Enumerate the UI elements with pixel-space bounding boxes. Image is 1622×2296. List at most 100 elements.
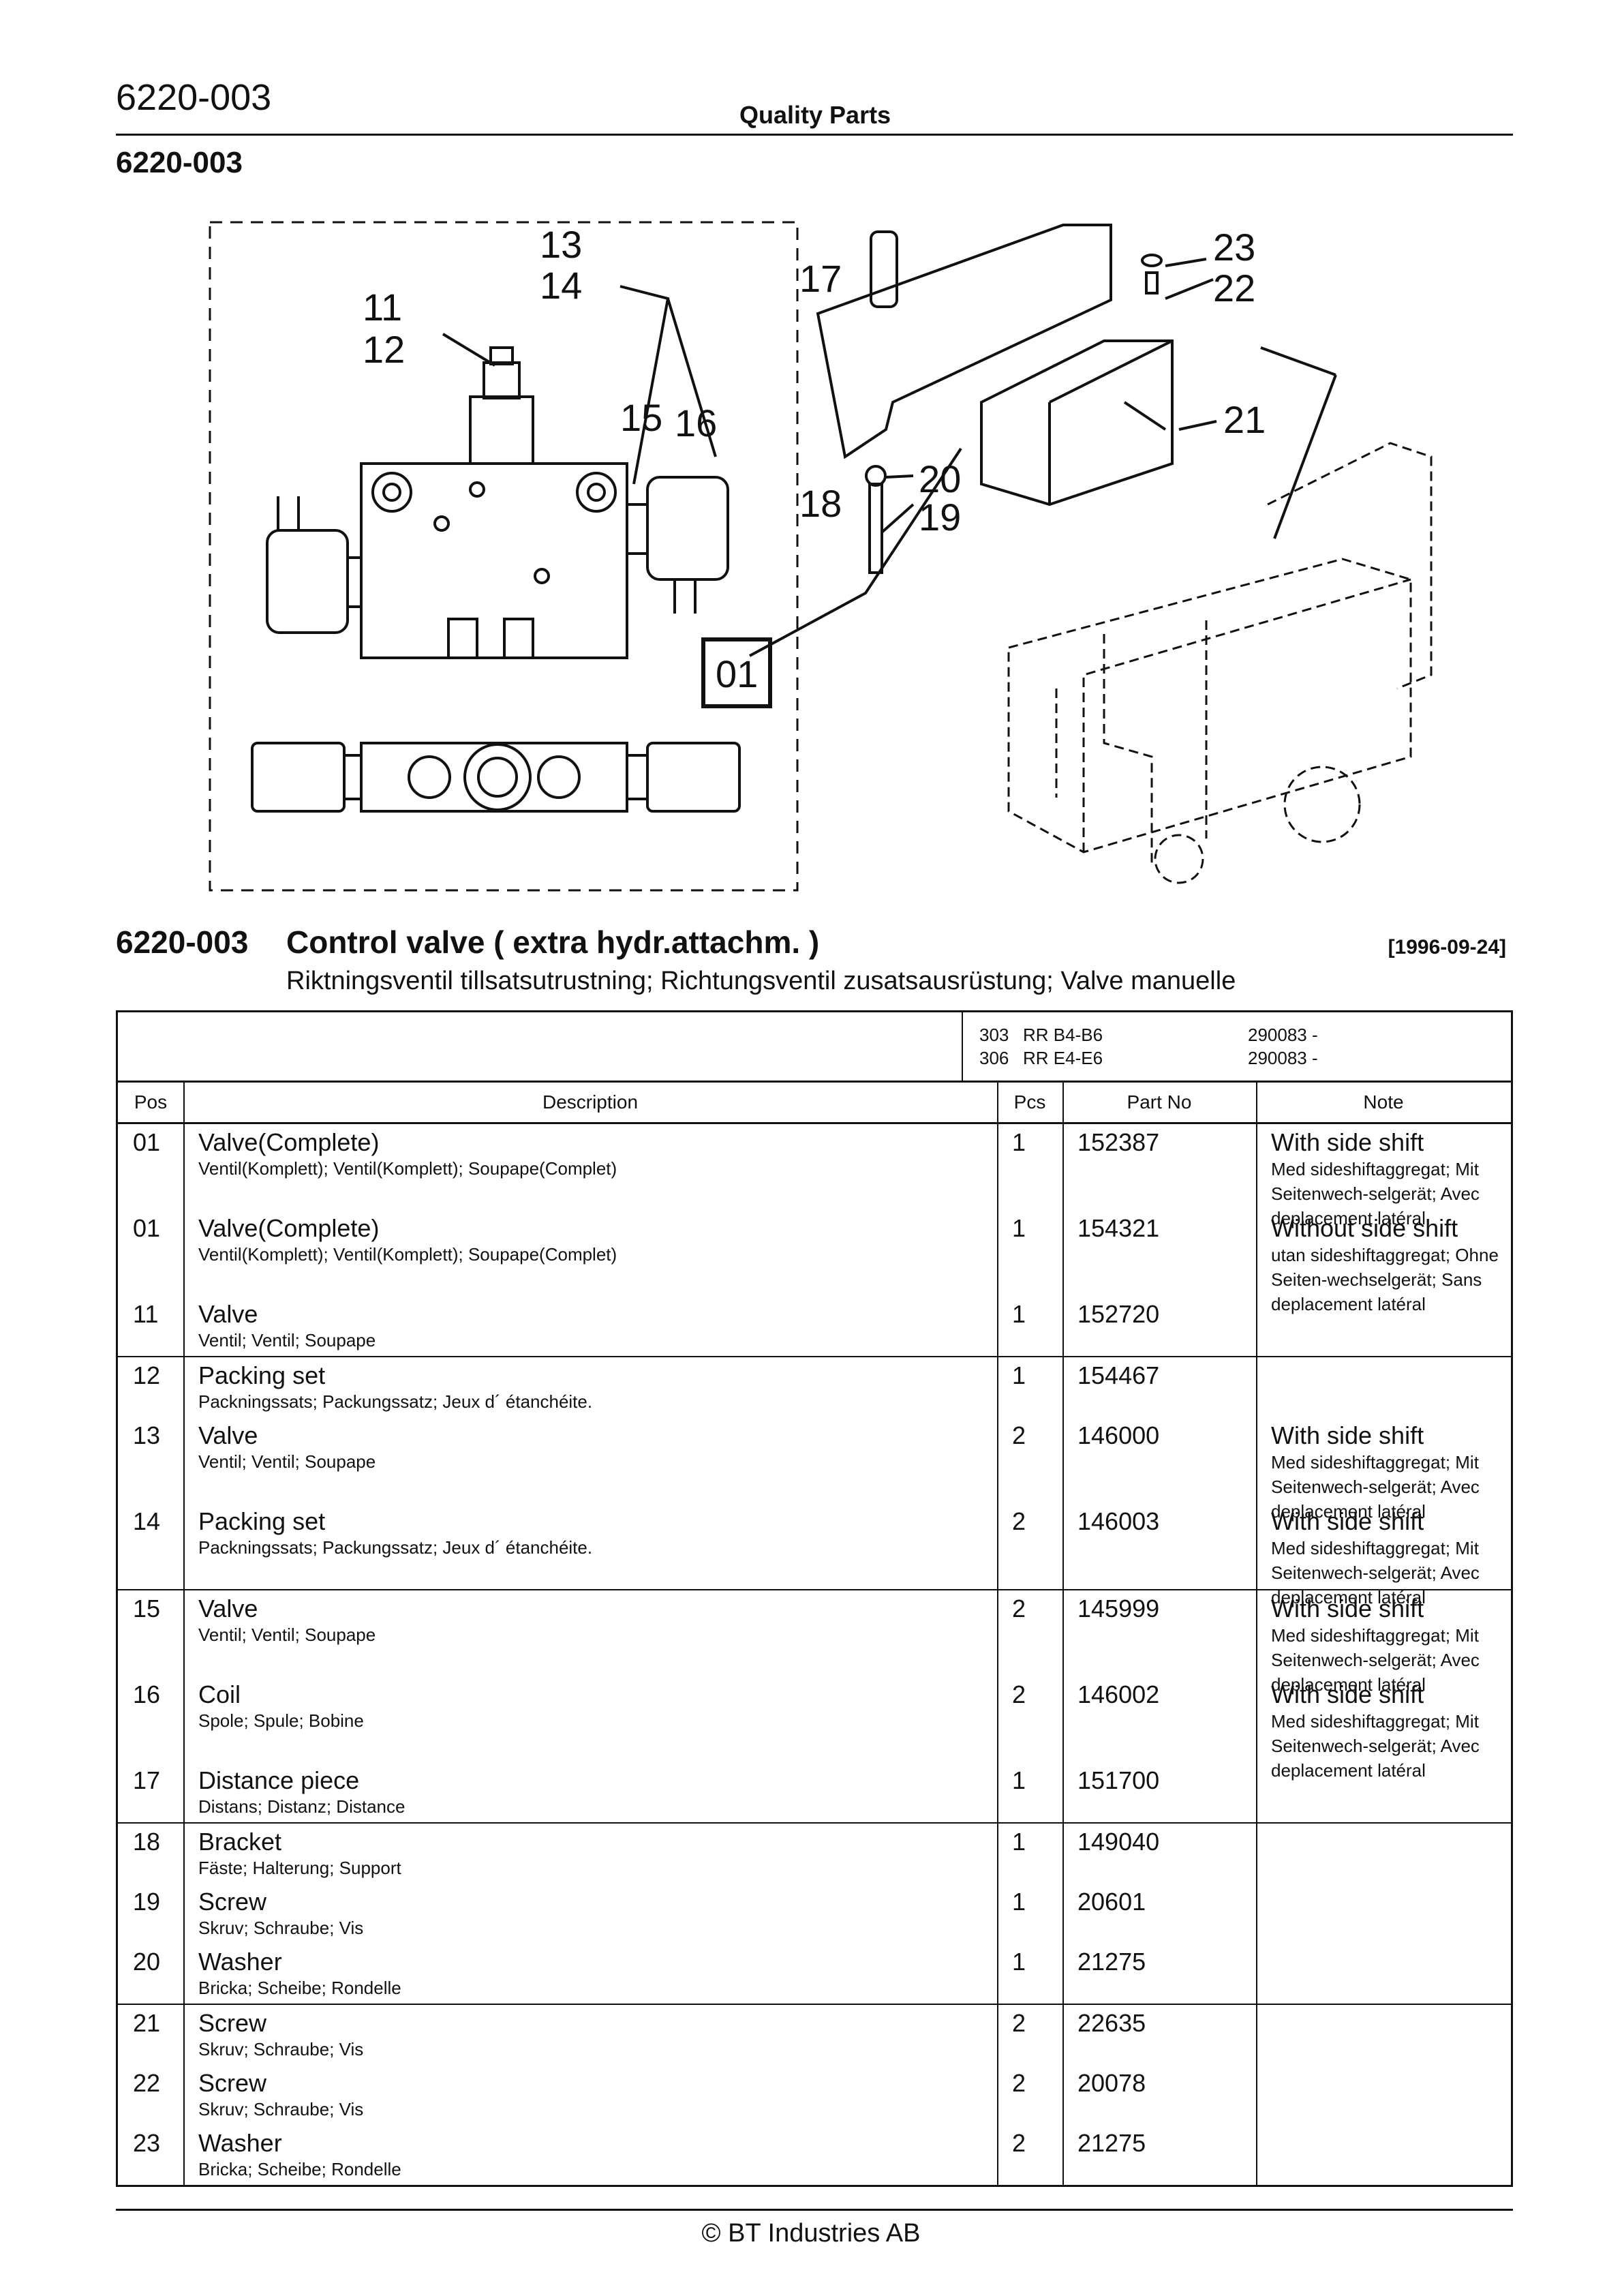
cell-part-no: 149040 — [1062, 1824, 1256, 1884]
cell-pos: 16 — [118, 1676, 183, 1762]
header-pos: Pos — [134, 1091, 168, 1113]
callout-18: 18 — [799, 482, 842, 525]
description-main: Distance piece — [198, 1766, 360, 1794]
part-no-value: 152720 — [1077, 1300, 1160, 1328]
cell-note — [1256, 1824, 1511, 1884]
note-translations: utan sideshiftaggregat; Ohne Seiten-wech… — [1271, 1245, 1499, 1314]
part-no-value: 20601 — [1077, 1888, 1146, 1916]
section-heading-title: Control valve ( extra hydr.attachm. ) — [286, 924, 820, 960]
pcs-value: 2 — [1012, 2069, 1026, 2097]
cell-note — [1256, 1884, 1511, 1944]
column-divider — [1256, 1124, 1257, 1356]
cell-pcs: 2 — [997, 1417, 1062, 1503]
cell-part-no: 146003 — [1062, 1503, 1256, 1589]
description-main: Screw — [198, 2009, 267, 2037]
cell-part-no: 21275 — [1062, 1944, 1256, 2004]
cell-pcs: 1 — [997, 1124, 1062, 1210]
part-no-value: 146000 — [1077, 1421, 1160, 1449]
part-no-value: 149040 — [1077, 1828, 1160, 1856]
part-no-value: 21275 — [1077, 2129, 1146, 2157]
cell-pcs: 1 — [997, 1824, 1062, 1884]
pos-value: 01 — [133, 1214, 161, 1242]
detail-frame — [209, 221, 799, 892]
cell-part-no: 152387 — [1062, 1124, 1256, 1210]
column-divider — [1256, 1824, 1257, 2004]
note-main: With side shift — [1271, 1128, 1424, 1156]
leader-lines — [442, 258, 1337, 657]
header-description: Description — [542, 1091, 639, 1113]
description-main: Valve — [198, 1595, 258, 1622]
cell-pos: 14 — [118, 1503, 183, 1589]
cell-pos: 23 — [118, 2125, 183, 2185]
description-translations: Skruv; Schraube; Vis — [198, 2039, 364, 2059]
footer-copyright: © BT Industries AB — [701, 2219, 921, 2248]
pcs-value: 2 — [1012, 1680, 1026, 1708]
note-main: Without side shift — [1271, 1214, 1458, 1242]
cell-pcs: 1 — [997, 1762, 1062, 1822]
description-main: Coil — [198, 1680, 241, 1708]
diagram-callouts: 13 14 11 12 15 16 17 18 20 19 23 22 21 — [363, 223, 1266, 539]
cell-part-no: 21275 — [1062, 2125, 1256, 2185]
part-no-value: 154467 — [1077, 1361, 1160, 1389]
truck-outline-drawing — [1007, 442, 1433, 884]
column-divider — [1062, 1824, 1064, 2004]
pos-value: 22 — [133, 2069, 161, 2097]
cell-pos: 01 — [118, 1124, 183, 1210]
note-translations: Med sideshiftaggregat; Mit Seitenwech-se… — [1271, 1159, 1480, 1228]
cell-pos: 20 — [118, 1944, 183, 2004]
valve-body-drawing — [251, 346, 741, 813]
note-translations: Med sideshiftaggregat; Mit Seitenwech-se… — [1271, 1625, 1480, 1695]
pcs-value: 1 — [1012, 1214, 1026, 1242]
cell-part-no: 154467 — [1062, 1357, 1256, 1417]
callout-21: 21 — [1223, 398, 1266, 441]
cell-part-no: 20601 — [1062, 1884, 1256, 1944]
cell-pos: 19 — [118, 1884, 183, 1944]
description-main: Packing set — [198, 1507, 326, 1535]
cell-note — [1256, 2005, 1511, 2065]
description-translations: Ventil; Ventil; Soupape — [198, 1451, 376, 1472]
callout-14: 14 — [540, 264, 582, 307]
column-divider — [183, 1824, 185, 2004]
assembly-box — [701, 637, 772, 708]
cell-part-no: 152720 — [1062, 1296, 1256, 1356]
pos-value: 14 — [133, 1507, 161, 1535]
part-no-value: 146002 — [1077, 1680, 1160, 1708]
callout-22: 22 — [1213, 267, 1255, 309]
pos-value: 12 — [133, 1361, 161, 1389]
pcs-value: 1 — [1012, 1948, 1026, 1976]
cell-note — [1256, 2125, 1511, 2185]
column-divider — [997, 1124, 998, 1356]
cell-pos: 22 — [118, 2065, 183, 2125]
description-translations: Distans; Distanz; Distance — [198, 1796, 406, 1817]
note-main: With side shift — [1271, 1421, 1424, 1449]
part-no-value: 151700 — [1077, 1766, 1160, 1794]
column-divider — [183, 1357, 185, 1589]
section-code: 6220-003 — [116, 146, 243, 179]
pcs-value: 1 — [1012, 1361, 1026, 1389]
column-divider — [997, 1590, 998, 1822]
assembly-box-label: 01 — [716, 652, 758, 695]
cell-note — [1256, 1357, 1511, 1417]
pos-value: 15 — [133, 1595, 161, 1622]
cell-pcs: 2 — [997, 2125, 1062, 2185]
page-number: 6220-003 — [116, 77, 272, 118]
column-divider — [183, 1124, 185, 1356]
table-header: Pos Description Pcs Part No Note — [118, 1083, 1511, 1124]
callout-12: 12 — [363, 328, 405, 371]
